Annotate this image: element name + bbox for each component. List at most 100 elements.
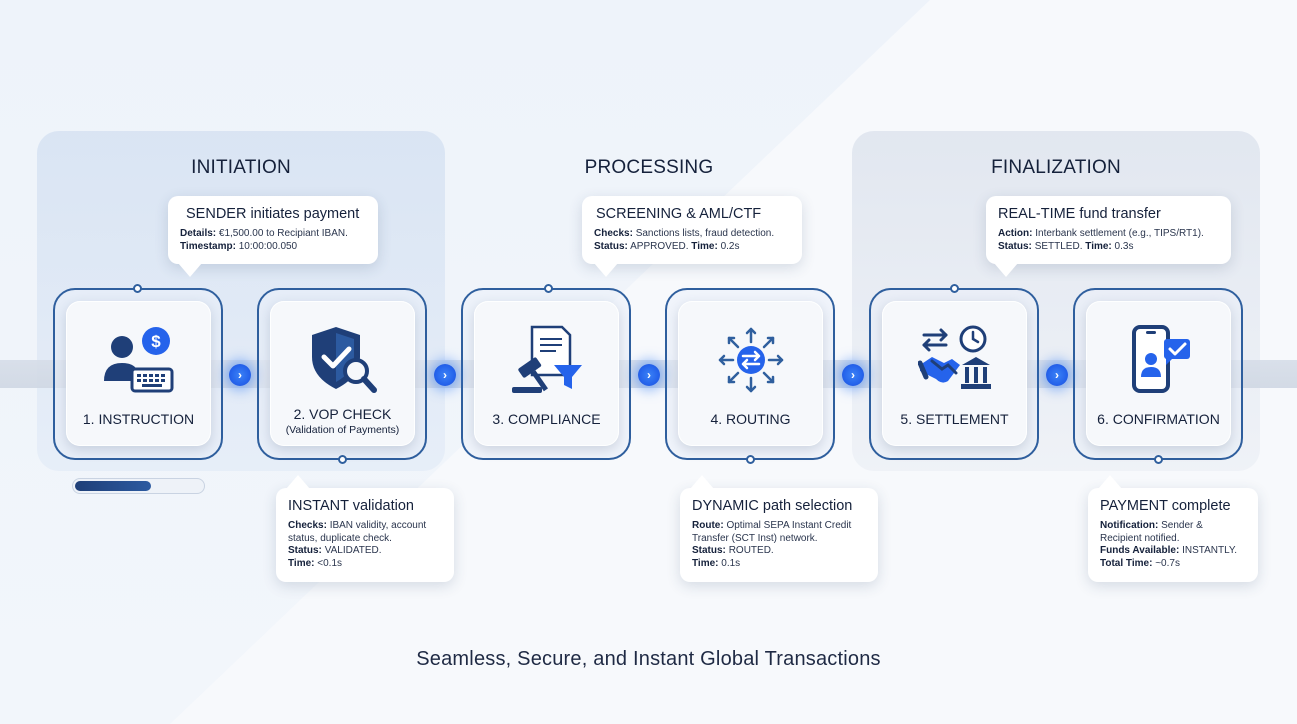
callout-key: Funds Available: [1100, 545, 1180, 556]
step-card-routing[interactable]: 4. ROUTING [678, 301, 823, 446]
callout-value: Sanctions lists, fraud detection. [635, 228, 775, 239]
step-label: 5. SETTLEMENT [900, 411, 1009, 427]
callout-line: Checks: Sanctions lists, fraud detection… [594, 228, 790, 241]
callout-key: Total Time: [1100, 557, 1153, 569]
diagram-caption: Seamless, Secure, and Instant Global Tra… [416, 648, 881, 670]
step-card-compliance[interactable]: 3. COMPLIANCE [474, 301, 619, 446]
callout-key: Timestamp: [180, 240, 236, 252]
callout-line: Action: Interbank settlement (e.g., TIPS… [998, 228, 1219, 241]
callout-tail [178, 263, 202, 277]
step-card-vop-check[interactable]: 2. VOP CHECK (Validation of Payments) [270, 301, 415, 446]
callout-value: Recipient notified. [1100, 532, 1180, 544]
section-title-initiation: INITIATION [191, 157, 291, 178]
connector-dot [338, 455, 347, 464]
callout-key: Time: [288, 557, 315, 569]
chevron-right-icon: › [434, 364, 456, 386]
callout-line: Recipient notified. [1100, 533, 1246, 546]
callout-value: <0.1s [317, 557, 343, 569]
callout-value: Transfer (SCT Inst) network. [692, 532, 818, 544]
callout-value: Interbank settlement (e.g., TIPS/RT1). [1035, 228, 1204, 239]
callout-value: APPROVED. [630, 240, 689, 252]
callout-key: Time: [1085, 240, 1112, 252]
callout-key: Status: [594, 240, 628, 252]
step-label-text: 2. VOP CHECK [293, 406, 392, 422]
callout-line: Timestamp: 10:00:00.050 [180, 241, 366, 254]
callout-confirmation: PAYMENT complete Notification: Sender & … [1088, 475, 1258, 582]
callout-key: Details: [180, 228, 217, 239]
callout-value: ROUTED. [728, 545, 774, 556]
callout-value: €1,500.00 to Recipiant IBAN. [218, 228, 348, 239]
routing-arrows-icon [718, 327, 784, 393]
callout-line: Status: VALIDATED. [288, 545, 442, 558]
callout-value: Optimal SEPA Instant Credit [726, 520, 852, 531]
callout-value: SETTLED. [1034, 240, 1083, 252]
callout-key: Checks: [288, 520, 327, 531]
callout-title: DYNAMIC path selection [692, 498, 853, 514]
callout-line: status, duplicate check. [288, 533, 442, 546]
svg-text:$: $ [151, 332, 161, 351]
progress-fill [75, 481, 151, 491]
callout-line: Time: 0.1s [692, 558, 866, 571]
callout-compliance: SCREENING & AML/CTF Checks: Sanctions li… [582, 196, 802, 277]
callout-value: 0.3s [1114, 240, 1134, 252]
callout-key: Time: [691, 240, 718, 252]
handshake-bank-clock-icon [918, 325, 991, 389]
callout-key: Time: [692, 557, 719, 569]
callout-key: Checks: [594, 228, 633, 239]
mobile-confirmation-icon [1132, 325, 1190, 393]
callout-line: Funds Available: INSTANTLY. [1100, 545, 1246, 558]
callout-key: Status: [288, 545, 322, 556]
connector-dot [133, 284, 142, 293]
shield-check-magnifier-icon [312, 327, 377, 393]
callout-title: INSTANT validation [288, 498, 414, 514]
callout-tail [594, 263, 618, 277]
callout-key: Status: [692, 545, 726, 556]
callout-title: SCREENING & AML/CTF [596, 206, 762, 222]
callout-value: 0.1s [721, 557, 741, 569]
step-sublabel: (Validation of Payments) [285, 424, 400, 436]
step-card-confirmation[interactable]: 6. CONFIRMATION [1086, 301, 1231, 446]
chevron-right-icon: › [1046, 364, 1068, 386]
callout-value: status, duplicate check. [288, 532, 392, 544]
callout-tail [994, 263, 1018, 277]
connector-dot [950, 284, 959, 293]
callout-line: Details: €1,500.00 to Recipiant IBAN. [180, 228, 366, 241]
callout-key: Action: [998, 228, 1033, 239]
callout-value: IBAN validity, account [329, 520, 427, 531]
step-label: 1. INSTRUCTION [82, 411, 195, 427]
step-card-settlement[interactable]: 5. SETTLEMENT [882, 301, 1027, 446]
callout-key: Notification: [1100, 520, 1159, 531]
callout-line: Status: SETTLED. Time: 0.3s [998, 241, 1219, 254]
step-label: 3. COMPLIANCE [492, 411, 601, 427]
step-label: 6. CONFIRMATION [1097, 411, 1220, 427]
callout-tail [286, 475, 310, 489]
callout-line: Total Time: ~0.7s [1100, 558, 1246, 571]
callout-tail [1098, 475, 1122, 489]
callout-line: Transfer (SCT Inst) network. [692, 533, 866, 546]
chevron-right-icon: › [638, 364, 660, 386]
callout-title: SENDER initiates payment [186, 206, 360, 222]
gavel-document-filter-icon [512, 325, 582, 393]
callout-value: VALIDATED. [324, 545, 382, 556]
callout-value: 10:00:00.050 [238, 240, 298, 252]
step-label: 4. ROUTING [710, 411, 791, 427]
callout-title: REAL-TIME fund transfer [998, 206, 1161, 222]
callout-settlement: REAL-TIME fund transfer Action: Interban… [986, 196, 1231, 277]
callout-line: Status: APPROVED. Time: 0.2s [594, 241, 790, 254]
callout-value: Sender & [1161, 520, 1203, 531]
callout-value: INSTANTLY. [1182, 545, 1238, 556]
user-payment-keyboard-icon: $ [104, 327, 174, 393]
connector-dot [544, 284, 553, 293]
section-title-processing: PROCESSING [584, 157, 714, 178]
callout-value: 0.2s [720, 240, 740, 252]
callout-key: Status: [998, 240, 1032, 252]
section-title-finalization: FINALIZATION [991, 157, 1121, 178]
callout-vop: INSTANT validation Checks: IBAN validity… [276, 475, 454, 582]
chevron-right-icon: › [229, 364, 251, 386]
callout-instruction: SENDER initiates payment Details: €1,500… [168, 196, 378, 277]
step-card-instruction[interactable]: $ 1. INSTRUCTION [66, 301, 211, 446]
callout-line: Notification: Sender & [1100, 520, 1246, 533]
step-label: 2. VOP CHECK (Validation of Payments) [270, 406, 415, 436]
callout-line: Route: Optimal SEPA Instant Credit [692, 520, 866, 533]
callout-line: Time: <0.1s [288, 558, 442, 571]
